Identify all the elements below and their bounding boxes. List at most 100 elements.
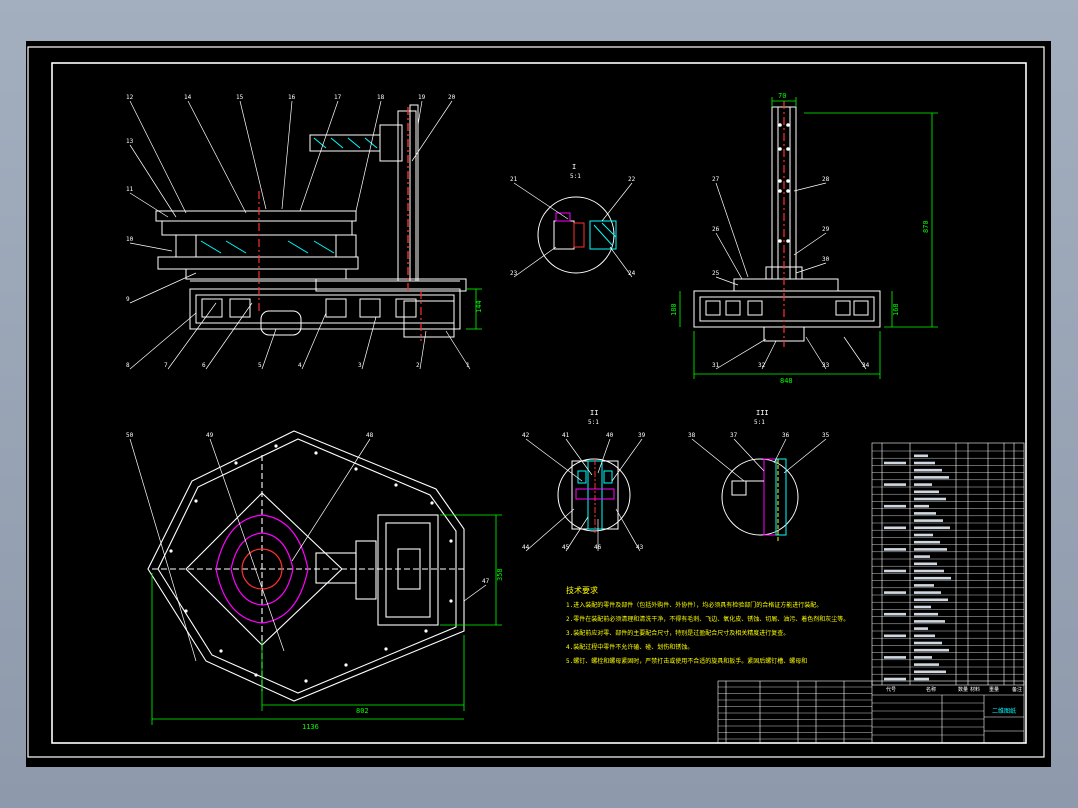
leader-line	[209, 438, 285, 652]
part-number-label: 34	[862, 362, 870, 369]
title-block-rows	[718, 686, 984, 740]
part-number-label: 13	[126, 138, 134, 145]
parts-row-text-mark	[914, 548, 947, 551]
main-dimension-lines	[466, 288, 482, 330]
part-number-label: 6	[202, 362, 206, 369]
side-dimension-lines	[679, 97, 938, 379]
leader-line	[301, 312, 327, 370]
parts-list-rows	[872, 450, 1024, 675]
part-number-label: 37	[730, 432, 738, 439]
parts-row-text-mark	[914, 497, 946, 501]
leader-line	[261, 328, 277, 370]
parts-row-text-mark	[914, 605, 931, 609]
parts-row-text-mark	[914, 461, 935, 465]
parts-row-text-mark	[914, 663, 939, 666]
main-front-view	[155, 104, 467, 338]
tech-req-heading: 技术要求	[566, 585, 598, 595]
side-dim-width: 848	[780, 377, 793, 385]
leader-line	[299, 100, 339, 212]
header-qty: 数量	[958, 686, 968, 693]
parts-row-code-mark	[884, 612, 906, 616]
part-number-label: 39	[638, 432, 646, 439]
part-number-label: 23	[510, 270, 518, 277]
leader-line	[793, 232, 827, 256]
leader-line	[733, 438, 765, 472]
leader-line	[187, 100, 247, 214]
parts-row-text-mark	[914, 598, 948, 602]
part-number-label: 27	[712, 176, 720, 183]
side-holes	[778, 123, 790, 243]
part-number-label: 43	[636, 544, 644, 551]
part-number-label: 8	[126, 362, 130, 369]
title-block-name: 二维图纸	[992, 707, 1016, 715]
leader-line	[129, 438, 197, 662]
part-number-label: 42	[522, 432, 530, 439]
part-number-label: 49	[206, 432, 214, 439]
top-dim-inner: 802	[356, 707, 369, 715]
leader-line	[843, 336, 867, 370]
parts-row-text-mark	[914, 533, 933, 537]
parts-row-text-mark	[914, 490, 939, 494]
main-center-lines	[258, 107, 422, 341]
parts-row-text-mark	[914, 641, 942, 645]
part-number-label: 47	[482, 578, 490, 585]
leader-line	[525, 508, 575, 552]
part-number-label: 7	[164, 362, 168, 369]
part-number-label: 30	[822, 256, 830, 263]
parts-row-text-mark	[914, 483, 932, 486]
part-number-label: 25	[712, 270, 720, 277]
parts-row-text-mark	[914, 504, 929, 508]
header-remark: 备注	[1012, 686, 1022, 693]
parts-row-text-mark	[914, 476, 949, 479]
parts-row-text-mark	[914, 670, 946, 674]
part-number-label: 14	[184, 94, 192, 101]
leader-line	[611, 438, 643, 482]
leader-line	[715, 338, 767, 370]
leader-line	[805, 336, 827, 370]
parts-row-text-mark	[914, 519, 943, 522]
parts-row-code-mark	[884, 591, 906, 594]
parts-row-code-mark	[884, 569, 906, 573]
side-view	[693, 106, 881, 342]
detail-ii-title: II	[590, 409, 598, 417]
detail-i	[537, 196, 617, 274]
part-number-label: 24	[628, 270, 636, 277]
parts-row-code-mark	[884, 483, 906, 486]
part-number-label: 15	[236, 94, 244, 101]
parts-row-text-mark	[914, 620, 945, 623]
parts-row-text-mark	[914, 584, 934, 587]
leader-line	[205, 302, 253, 370]
side-dim-total: 870	[922, 220, 930, 233]
parts-row-text-mark	[914, 569, 944, 573]
parts-row-text-mark	[914, 677, 929, 681]
title-block	[717, 680, 1025, 744]
detail-iii	[721, 458, 799, 541]
leader-line	[167, 302, 217, 370]
parts-row-code-mark	[884, 677, 906, 681]
parts-list	[871, 442, 1025, 686]
leader-line	[355, 100, 382, 212]
part-number-label: 35	[822, 432, 830, 439]
top-dim-total: 1136	[302, 723, 319, 731]
parts-row-text-mark	[914, 562, 937, 566]
leader-line	[565, 516, 589, 552]
leader-line	[129, 192, 169, 218]
leader-line	[417, 100, 423, 126]
parts-list-text-marks	[884, 454, 951, 681]
leader-line	[773, 438, 787, 464]
parts-row-text-mark	[914, 540, 940, 544]
parts-row-code-mark	[884, 504, 906, 508]
part-number-label: 22	[628, 176, 636, 183]
leader-line	[291, 438, 371, 562]
leader-line	[715, 232, 743, 280]
parts-row-text-mark	[914, 612, 938, 616]
tech-req-item: 2.零件在装配前必须清理和清洗干净，不得有毛刺、飞边、氧化皮、锈蚀、切屑、油污、…	[566, 615, 849, 623]
part-number-label: 1	[466, 362, 470, 369]
parts-row-code-mark	[884, 461, 906, 465]
